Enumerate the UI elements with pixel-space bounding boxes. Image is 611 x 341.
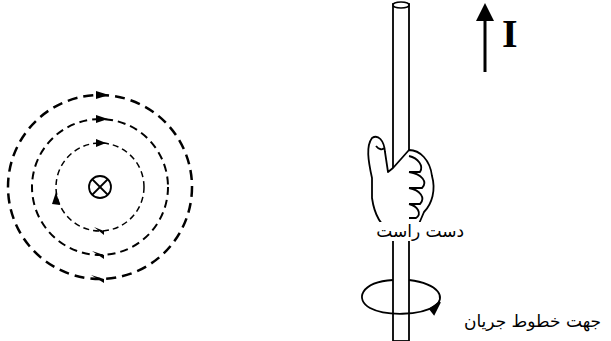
right-hand <box>368 137 433 232</box>
hand-label: دست راست <box>374 222 466 241</box>
current-label: I <box>500 12 520 56</box>
field-lines <box>8 95 192 279</box>
circulation-arrow <box>362 280 440 314</box>
direction-label: جهت خطوط جریان <box>462 312 603 331</box>
into-page-symbol <box>89 176 111 198</box>
current-arrow <box>484 12 487 72</box>
field-arrows <box>52 91 109 283</box>
